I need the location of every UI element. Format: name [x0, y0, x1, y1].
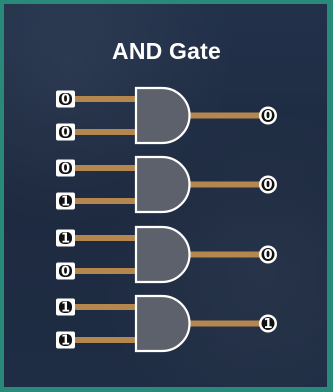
and-gate-body: [134, 86, 191, 145]
and-gate-body: [134, 155, 191, 214]
input-wire-b: [74, 337, 137, 343]
input-value-a: 1: [61, 232, 70, 247]
input-value-b: 0: [61, 126, 70, 141]
and-gate-body: [134, 294, 191, 353]
input-terminal-inner: [59, 195, 72, 207]
input-value-a: 0: [61, 93, 70, 108]
output-terminal-inner: [261, 248, 275, 261]
output-terminal-inner: [261, 317, 275, 330]
output-wire: [187, 320, 261, 327]
and-gate-1: 0 0 0: [56, 86, 277, 145]
and-gate-2: 0 1 0: [56, 155, 277, 214]
input-wire-b: [74, 129, 137, 135]
input-terminal-inner: [59, 301, 72, 313]
and-gate-4: 1 1 1: [56, 294, 277, 353]
output-value: 1: [263, 317, 272, 332]
output-value: 0: [263, 178, 272, 193]
input-terminal-inner: [59, 232, 72, 244]
output-wire: [187, 251, 261, 258]
input-terminal-inner: [59, 93, 72, 105]
input-value-b: 1: [61, 334, 70, 349]
output-terminal-inner: [261, 109, 275, 122]
input-wire-a: [74, 96, 137, 102]
output-wire: [187, 112, 261, 119]
input-terminal-inner: [59, 334, 72, 346]
input-value-b: 0: [61, 265, 70, 280]
input-value-a: 0: [61, 162, 70, 177]
input-terminal-inner: [59, 162, 72, 174]
and-gate-body: [134, 225, 191, 284]
input-wire-b: [74, 268, 137, 274]
output-value: 0: [263, 248, 272, 263]
input-wire-a: [74, 235, 137, 241]
output-terminal-inner: [261, 178, 275, 191]
input-terminal-inner: [59, 265, 72, 277]
output-wire: [187, 181, 261, 188]
input-terminal-inner: [59, 126, 72, 138]
input-value-a: 1: [61, 301, 70, 316]
and-gate-3: 1 0 0: [56, 225, 277, 284]
diagram-title: AND Gate: [112, 38, 221, 64]
input-wire-a: [74, 165, 137, 171]
output-value: 0: [263, 109, 272, 124]
input-value-b: 1: [61, 195, 70, 210]
input-wire-b: [74, 198, 137, 204]
input-wire-a: [74, 304, 137, 310]
